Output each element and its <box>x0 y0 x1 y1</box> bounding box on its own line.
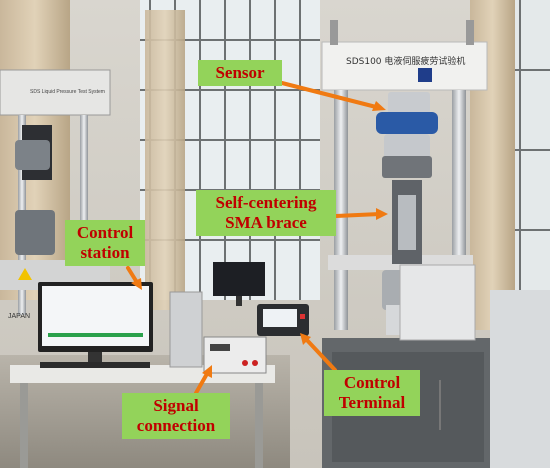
label-control-terminal-line1: Control <box>343 373 401 392</box>
label-signal-connection-line2: connection <box>136 416 216 435</box>
left-machine-plate: SDS Liquid Pressure Test System <box>30 89 105 95</box>
sensor-body <box>376 112 438 134</box>
keyboard <box>40 362 150 368</box>
curtain-mid <box>145 10 185 310</box>
label-control-terminal-line2: Terminal <box>338 393 406 412</box>
left-test-machine: SDS Liquid Pressure Test System <box>0 69 111 315</box>
monitor-brand: JAPAN <box>8 313 30 320</box>
signal-connection-box <box>203 336 267 374</box>
label-control-station-line1: Control <box>76 223 134 242</box>
label-control-station: Control station <box>65 220 145 266</box>
label-sma-brace: Self-centering SMA brace <box>196 190 336 236</box>
label-sensor-text: Sensor <box>215 63 265 82</box>
rear-cabinet <box>399 264 476 341</box>
warning-sign <box>18 268 32 280</box>
machine-header <box>321 41 488 91</box>
label-signal-connection: Signal connection <box>122 393 230 439</box>
annotation-arrows <box>126 81 388 395</box>
machine-title: SDS100 电液伺服疲劳试验机 <box>346 55 465 67</box>
label-sensor: Sensor <box>198 60 282 86</box>
back-monitor <box>213 262 265 296</box>
label-control-station-line2: station <box>80 243 130 262</box>
machine-logo <box>418 68 432 82</box>
label-sma-brace-line2: SMA brace <box>225 213 307 232</box>
label-control-terminal: Control Terminal <box>324 370 420 416</box>
label-sma-brace-line1: Self-centering <box>215 193 317 212</box>
control-station-monitor: JAPAN <box>8 282 153 368</box>
control-terminal-device <box>257 304 309 336</box>
pc-tower <box>169 291 203 368</box>
column-left <box>334 90 348 330</box>
label-signal-connection-line1: Signal <box>153 396 199 415</box>
side-cabinet <box>490 290 550 468</box>
